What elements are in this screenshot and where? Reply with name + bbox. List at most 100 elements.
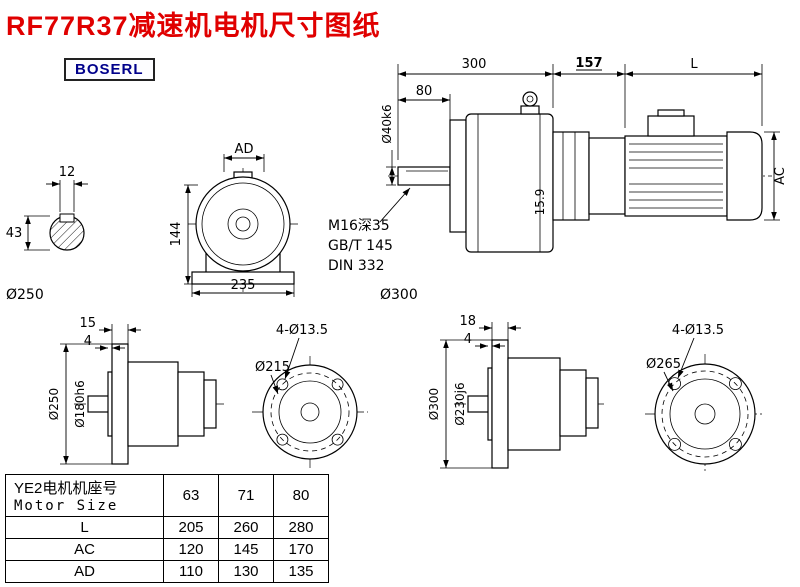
fv1-bolt-hole bbox=[276, 433, 289, 446]
fv2-spigot-circle bbox=[669, 378, 741, 450]
terminal-box-cap bbox=[657, 109, 685, 117]
table-row-L: L 205 260 280 bbox=[5, 516, 329, 539]
row-label-L: L bbox=[5, 516, 164, 539]
fv1-flange bbox=[111, 343, 129, 465]
eyebolt-ring bbox=[522, 91, 538, 107]
value-cell: 260 bbox=[218, 516, 274, 539]
flange-outer-circle bbox=[195, 176, 291, 272]
reducer-length-dim: 300 bbox=[462, 57, 487, 72]
flange-250-front-view: 4-Ø13.5 Ø215 bbox=[252, 323, 368, 468]
fv1-holes-label: 4-Ø13.5 bbox=[276, 323, 328, 338]
page-title: RF77R37减速机电机尺寸图纸 bbox=[6, 11, 381, 41]
flange-dia-250-label: Ø250 bbox=[6, 287, 44, 303]
terminal-box bbox=[647, 115, 695, 137]
fv2-bolt-circle bbox=[661, 370, 749, 458]
fv2-spigot-len-dim: 4 bbox=[464, 332, 472, 347]
flange-dia-300-label: Ø300 bbox=[380, 287, 418, 303]
fv1-spigot-dia-dim: Ø180h6 bbox=[73, 380, 87, 428]
fv2-bolt-circle-label: Ø265 bbox=[646, 357, 681, 372]
value-cell: 110 bbox=[163, 560, 219, 583]
fv2-bolt-hole bbox=[729, 377, 742, 391]
table-header-row: YE2电机机座号 Motor Size 63 71 80 bbox=[5, 474, 329, 517]
motor-length-dim: L bbox=[690, 57, 698, 72]
reducer-flange bbox=[449, 119, 467, 233]
value-cell: 120 bbox=[163, 538, 219, 561]
motor-size-header-cell: YE2电机机座号 Motor Size bbox=[5, 474, 164, 517]
table-header-en: Motor Size bbox=[14, 498, 119, 514]
size-71-cell: 71 bbox=[218, 474, 274, 517]
fv2-spigot bbox=[487, 367, 493, 441]
motor-body bbox=[624, 135, 728, 217]
flange-inner-circle bbox=[201, 182, 285, 266]
main-side-view: 300 157 L 80 Ø40k6 AC 15.9 M16深35 GB/T 1… bbox=[328, 56, 788, 303]
fv2-body-1 bbox=[507, 357, 561, 451]
fv1-body-1 bbox=[127, 361, 179, 447]
fv1-spigot-circle bbox=[278, 380, 342, 444]
fv2-outer-dia-dim: Ø300 bbox=[427, 388, 441, 420]
shaft-dia-dim: Ø40k6 bbox=[380, 104, 394, 143]
front-width-dim: 235 bbox=[231, 278, 256, 293]
row-label-AD: AD bbox=[5, 560, 164, 583]
size-80-cell: 80 bbox=[273, 474, 329, 517]
shaft-length-dim: 80 bbox=[416, 84, 433, 99]
fv1-bolt-circle bbox=[270, 372, 350, 452]
fan-cowl bbox=[726, 131, 763, 221]
fv2-bolt-hole bbox=[729, 437, 742, 451]
value-cell: 130 bbox=[218, 560, 274, 583]
ad-dim: AD bbox=[235, 142, 254, 157]
value-cell: 145 bbox=[218, 538, 274, 561]
fv2-bolt-hole bbox=[668, 437, 681, 451]
keyway-notch bbox=[59, 213, 75, 223]
front-height-dim: 144 bbox=[169, 222, 184, 247]
fv2-body-3 bbox=[585, 377, 599, 429]
adapter-housing-1 bbox=[552, 131, 590, 221]
fv1-outer-dia-dim: Ø250 bbox=[47, 388, 61, 420]
note-din: DIN 332 bbox=[328, 258, 385, 274]
value-cell: 205 bbox=[163, 516, 219, 539]
row-label-AC: AC bbox=[5, 538, 164, 561]
fv2-body-2 bbox=[559, 369, 587, 437]
output-shaft bbox=[397, 166, 451, 186]
fv2-flange bbox=[491, 339, 509, 469]
table-row-AD: AD 110 130 135 bbox=[5, 560, 329, 583]
fv2-spigot-dia-dim: Ø230j6 bbox=[453, 382, 467, 425]
value-cell: 170 bbox=[273, 538, 329, 561]
key-width-dim: 12 bbox=[59, 165, 76, 180]
fv2-flange-thk-dim: 18 bbox=[459, 314, 476, 329]
brand-logo: BOSERL bbox=[64, 58, 155, 81]
flange-300-front-view: 4-Ø13.5 Ø265 bbox=[645, 323, 765, 474]
adapter-housing-2 bbox=[588, 137, 626, 215]
spec-table: YE2电机机座号 Motor Size 63 71 80 L 205 260 2… bbox=[5, 474, 329, 583]
fv1-flange-thk-dim: 15 bbox=[79, 316, 96, 331]
fv1-outer-circle bbox=[262, 364, 358, 460]
fv1-body-2 bbox=[177, 371, 205, 437]
table-header-cn: YE2电机机座号 bbox=[14, 480, 118, 497]
fv1-spigot-len-dim: 4 bbox=[84, 334, 92, 349]
fv1-shaft-circle bbox=[300, 402, 320, 422]
fv1-body-3 bbox=[203, 379, 217, 429]
eyebolt-base bbox=[520, 105, 540, 115]
fv2-holes-label: 4-Ø13.5 bbox=[672, 323, 724, 338]
key-depth-dim: 15.9 bbox=[533, 189, 547, 216]
hub-circle bbox=[227, 208, 259, 240]
fv2-shaft-circle bbox=[694, 403, 716, 425]
flange-250-side-view: 15 4 Ø250 Ø180h6 bbox=[47, 316, 224, 465]
table-row-AC: AC 120 145 170 bbox=[5, 538, 329, 561]
fv1-bolt-hole bbox=[276, 378, 289, 391]
motor-fins bbox=[629, 143, 723, 209]
fv1-bolt-hole bbox=[331, 433, 344, 446]
motor-height-dim: AC bbox=[773, 167, 788, 185]
shaft-height-dim: 43 bbox=[6, 226, 23, 241]
fv1-bolt-circle-label: Ø215 bbox=[255, 360, 290, 375]
fv1-bolt-hole bbox=[331, 378, 344, 391]
note-gbt: GB/T 145 bbox=[328, 238, 393, 254]
shaft-circle bbox=[235, 216, 251, 232]
note-tap-hole: M16深35 bbox=[328, 218, 390, 234]
flange-300-side-view: 18 4 Ø300 Ø230j6 bbox=[427, 314, 604, 469]
shaft-section-view: 12 43 Ø250 bbox=[6, 165, 88, 303]
value-cell: 280 bbox=[273, 516, 329, 539]
value-cell: 135 bbox=[273, 560, 329, 583]
base-foot bbox=[191, 271, 295, 285]
adapter-length-dim: 157 bbox=[575, 56, 602, 71]
